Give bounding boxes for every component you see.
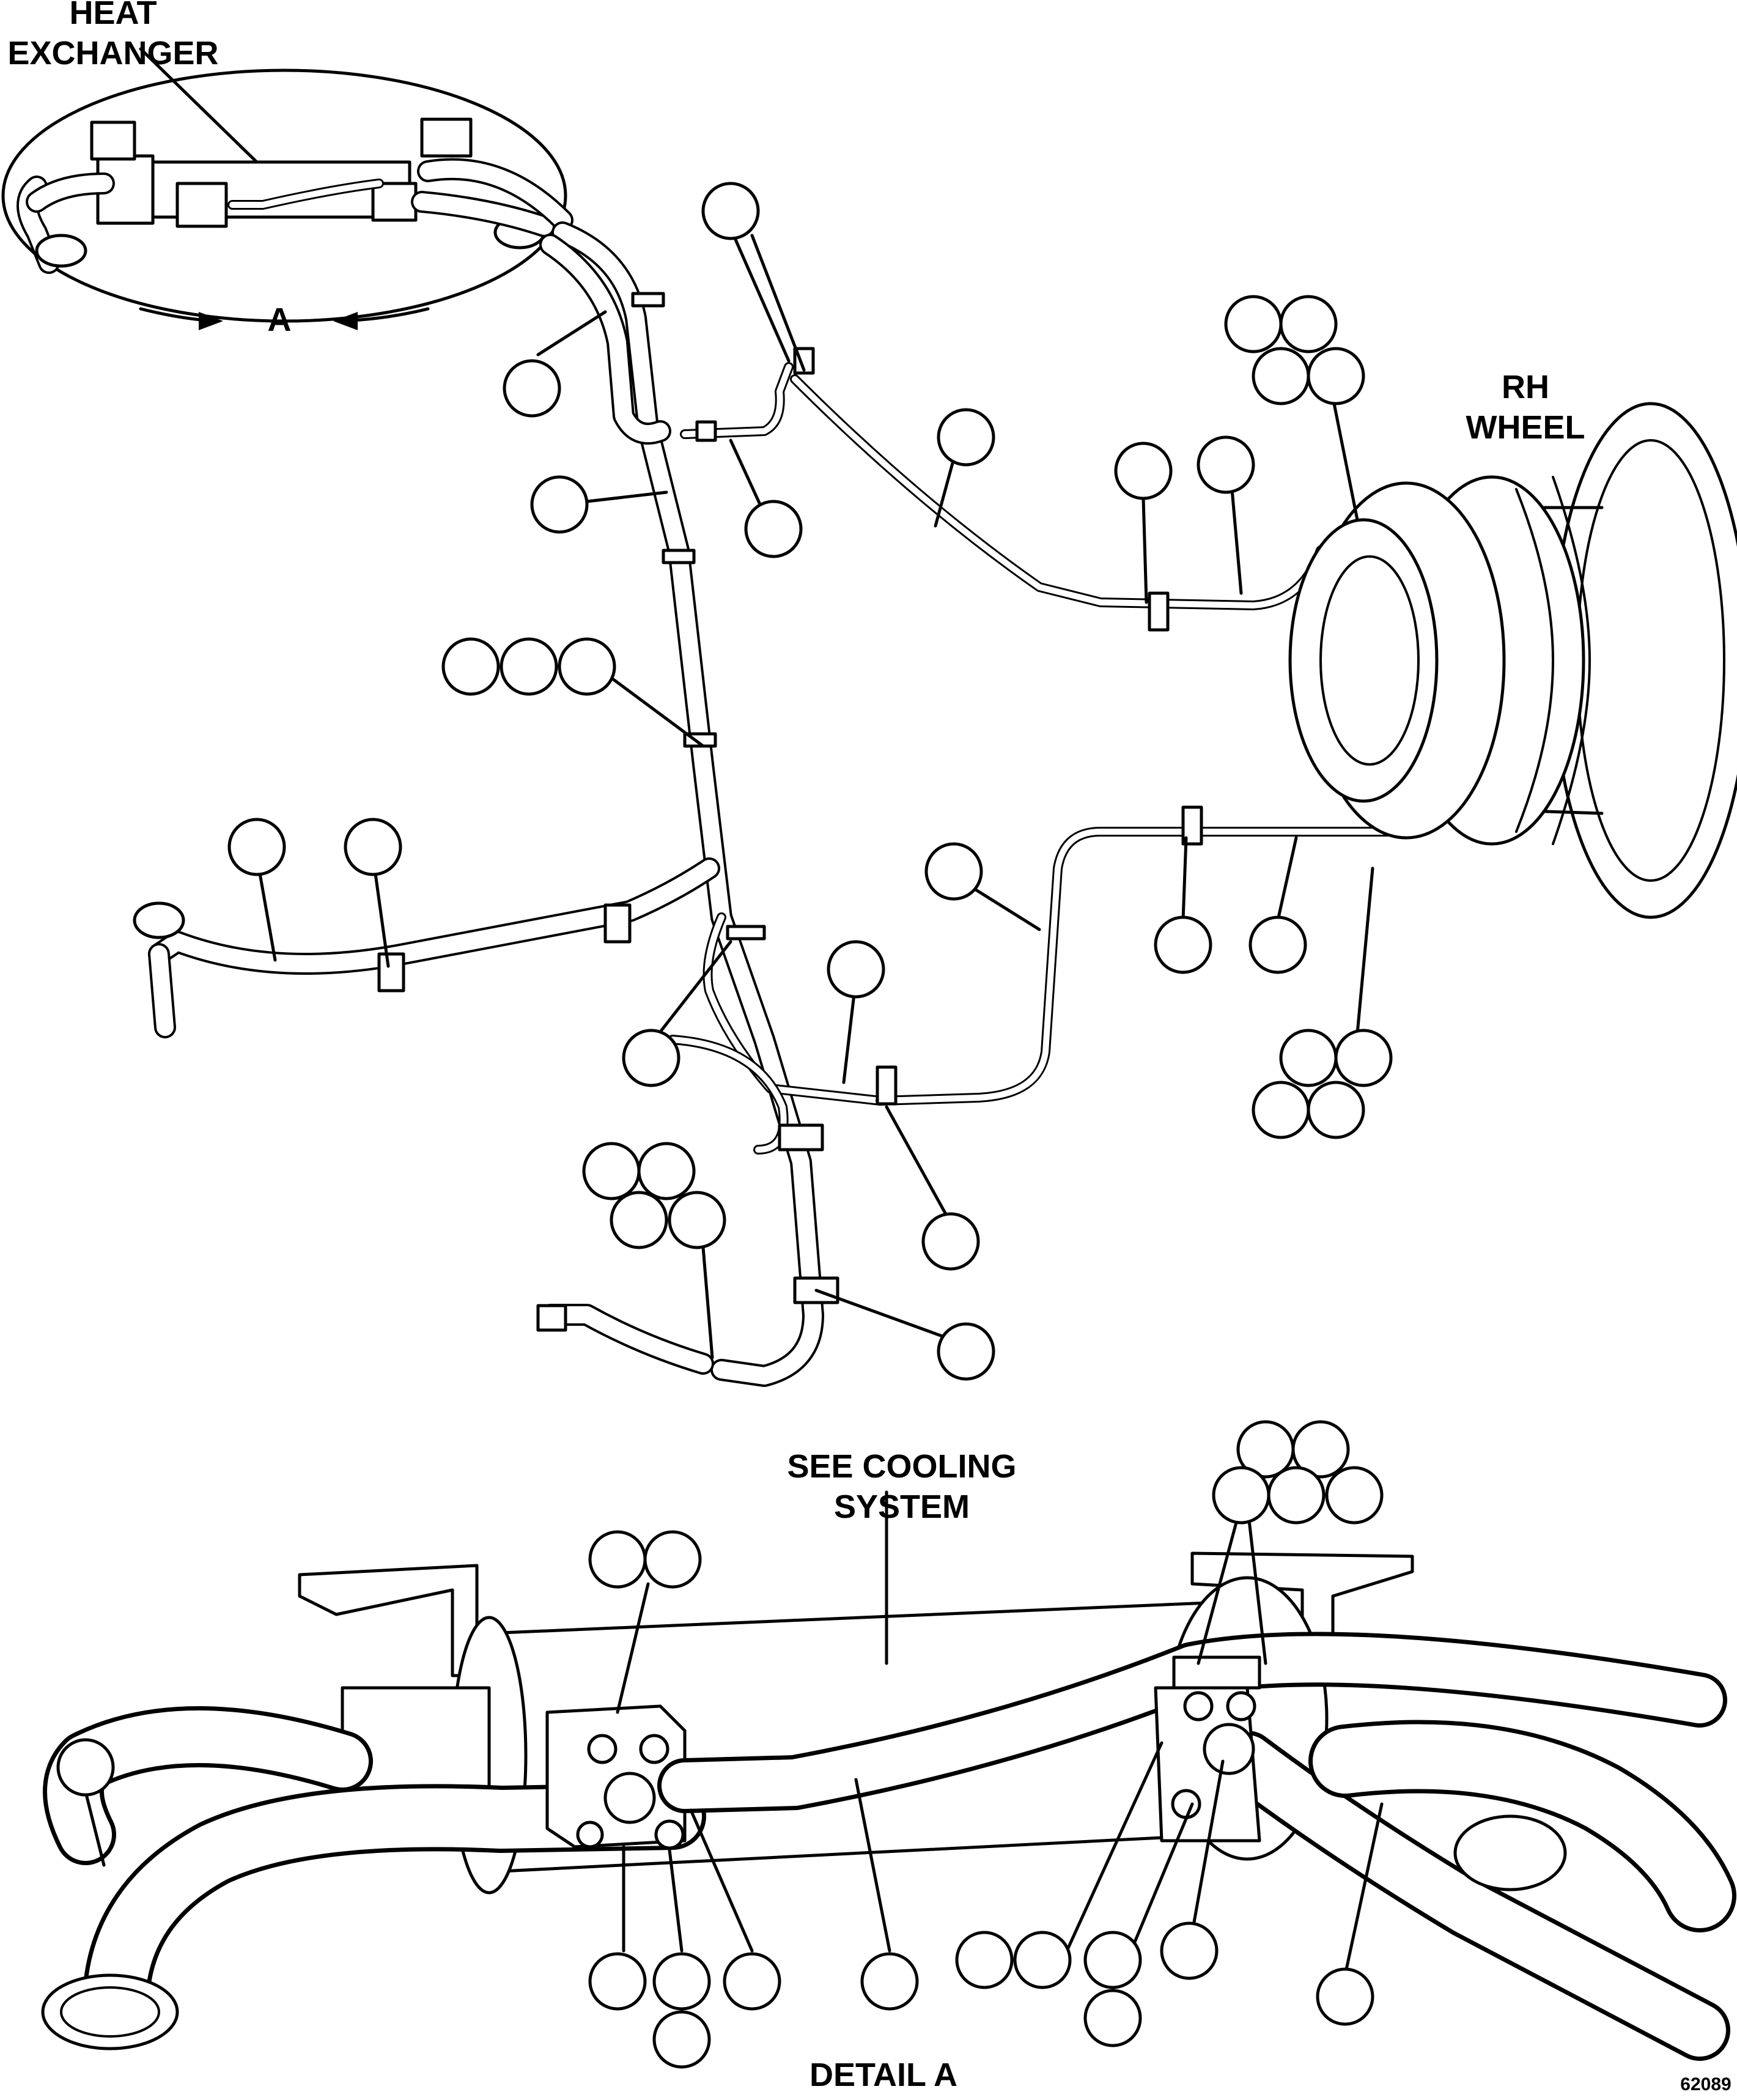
heat-exchanger-label: HEAT EXCHANGER [7,0,219,72]
detail-a-heat-exchanger [41,1551,1736,2061]
see-cooling-label: SEE COOLING SYSTEM [787,1448,1017,1525]
main-hoses [133,221,1411,1387]
rh-wheel-label: RH WHEEL [1466,369,1585,446]
detail-a-title: DETAIL A [809,2057,957,2093]
leader-lines-detail [84,1490,1384,1977]
hose-clamps [377,292,1203,1304]
view-arrow-right [350,307,430,322]
detail-a-ellipse [1,68,567,323]
small-heat-exchanger [17,117,573,274]
callout-bubbles-upper [227,182,1393,1381]
rh-wheel [1288,402,1737,919]
leader-lines-upper [139,47,1374,1359]
view-arrowhead-left [199,312,223,330]
figure-number: 62089 [1680,2074,1731,2094]
callout-bubbles-detail [56,1420,1384,2069]
view-arrow-label: A [267,301,292,338]
view-arrowhead-right [333,312,358,330]
